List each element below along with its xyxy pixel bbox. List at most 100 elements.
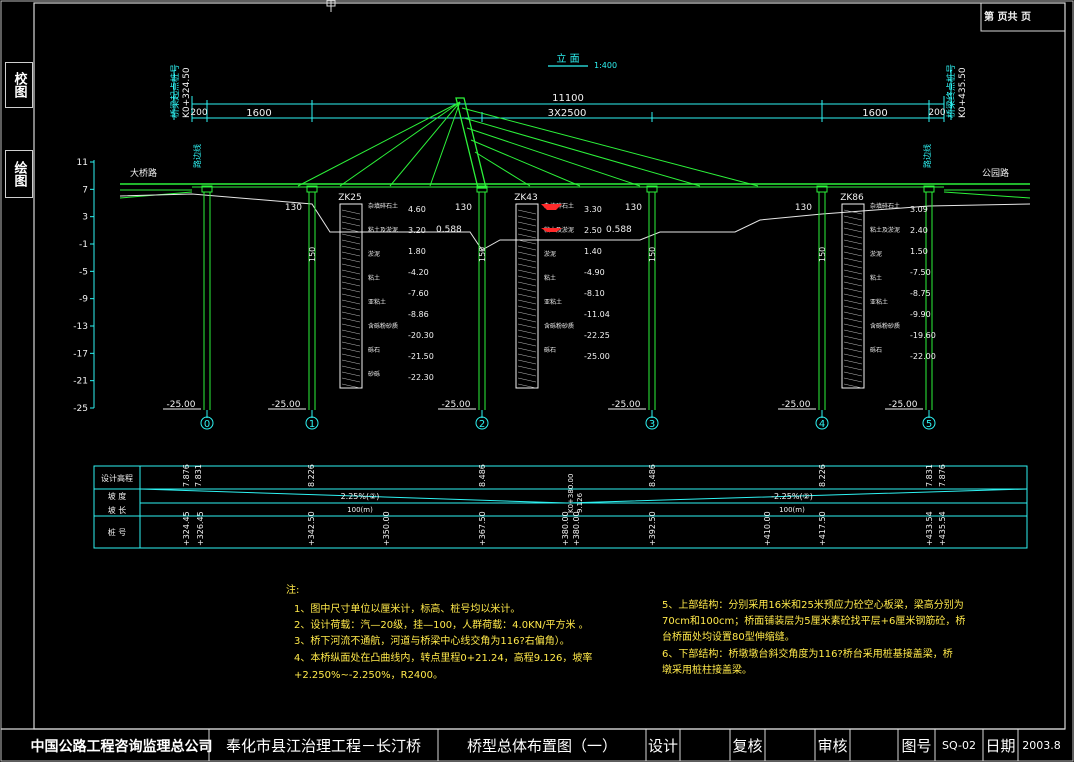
soil-hatch bbox=[517, 317, 537, 323]
elev-tick-label: -17 bbox=[73, 349, 88, 359]
soil-label: 杂填碎石土 bbox=[368, 202, 398, 210]
pile-tip-elev: -25.00 bbox=[781, 400, 810, 410]
road-right-edge: 路边线 bbox=[922, 144, 932, 168]
soil-level: 1.80 bbox=[408, 247, 426, 256]
soil-level: -21.50 bbox=[408, 352, 434, 361]
soil-level: 3.20 bbox=[408, 226, 426, 235]
note-6b: 墩采用桩柱接盖梁。 bbox=[662, 665, 752, 676]
soil-hatch bbox=[843, 383, 863, 389]
elev-tick-label: 7 bbox=[82, 185, 88, 195]
soil-level: -7.50 bbox=[910, 268, 931, 277]
stake-value: +435.54 bbox=[938, 511, 947, 546]
title-block-grid bbox=[208, 729, 1019, 761]
soil-label: 亚粘土 bbox=[368, 298, 386, 306]
pile-length: 150 bbox=[648, 247, 657, 262]
pier-cap bbox=[646, 185, 658, 193]
end-station: K0+435.50 bbox=[958, 67, 968, 118]
soil-hatch bbox=[517, 287, 537, 293]
soil-label: 砾石 bbox=[870, 346, 882, 354]
soil-hatch bbox=[341, 347, 361, 353]
stake-value: +342.50 bbox=[307, 511, 316, 546]
pile-diameter: 130 bbox=[625, 203, 642, 213]
soil-level: 4.60 bbox=[408, 205, 426, 214]
design-label: 设计 bbox=[647, 737, 678, 755]
soil-hatch bbox=[517, 371, 537, 377]
soil-hatch bbox=[341, 359, 361, 365]
drawing-no: SQ-02 bbox=[942, 739, 976, 752]
pier-cap bbox=[816, 185, 828, 193]
cable-stays bbox=[297, 101, 759, 187]
dim-total: 11100 bbox=[552, 93, 584, 104]
profile-row-label: 坡 度 bbox=[108, 491, 127, 501]
soil-level: 2.50 bbox=[584, 226, 602, 235]
pile-length: 150 bbox=[818, 247, 827, 262]
profile-row-label: 坡 长 bbox=[108, 505, 127, 515]
pier-number-circle bbox=[922, 416, 936, 430]
pier-number: 1 bbox=[309, 419, 315, 430]
pylon bbox=[455, 97, 487, 189]
soil-label: 粘土及淤泥 bbox=[368, 226, 398, 234]
pier-number: 3 bbox=[649, 419, 655, 430]
borehole-column bbox=[841, 203, 865, 389]
soil-level: -8.10 bbox=[584, 289, 605, 298]
soil-hatch bbox=[341, 371, 361, 377]
soil-hatch bbox=[341, 287, 361, 293]
pier-number: 2 bbox=[479, 419, 485, 430]
pier-number: 0 bbox=[204, 419, 210, 430]
date-value: 2003.8 bbox=[1022, 739, 1061, 752]
stake-value: +350.00 bbox=[382, 511, 391, 546]
pile-tip-elev: -25.00 bbox=[611, 400, 640, 410]
road-left-edge: 路边线 bbox=[192, 144, 202, 168]
borehole-id: ZK43 bbox=[514, 193, 538, 203]
notes-head: 注: bbox=[286, 585, 300, 596]
profile-row-label: 桩 号 bbox=[108, 527, 127, 537]
piers-group: 0-25.001-25.002-25.003-25.004-25.005-25.… bbox=[163, 185, 936, 430]
note-4b: +2.250%~-2.250%，R2400。 bbox=[294, 670, 444, 681]
soil-hatch bbox=[517, 311, 537, 317]
soil-hatch bbox=[517, 233, 537, 239]
soil-hatch bbox=[517, 275, 537, 281]
design-elevation-value: 8.226 bbox=[307, 464, 316, 487]
grade-right-length: 100(m) bbox=[779, 506, 805, 514]
soil-hatch bbox=[843, 293, 863, 299]
note-4: 4、本桥纵面处在凸曲线内，转点里程0+21.24，高程9.126，坡率 bbox=[294, 653, 593, 664]
soil-label: 砾石 bbox=[544, 346, 556, 354]
soil-hatch bbox=[843, 245, 863, 251]
soil-level: -19.60 bbox=[910, 331, 936, 340]
soil-hatch bbox=[843, 311, 863, 317]
borehole-id: ZK86 bbox=[840, 193, 864, 203]
profile-row-label: 设计高程 bbox=[101, 473, 133, 483]
pile-tip-elev: -25.00 bbox=[888, 400, 917, 410]
soil-hatch bbox=[843, 335, 863, 341]
elev-tick-label: -1 bbox=[79, 240, 88, 250]
soil-hatch bbox=[843, 305, 863, 311]
pier-number: 4 bbox=[819, 419, 825, 430]
soil-hatch bbox=[341, 233, 361, 239]
stake-value: +410.00 bbox=[763, 511, 772, 546]
soil-label: 含砾粉砂质 bbox=[368, 322, 398, 330]
soil-hatch bbox=[843, 329, 863, 335]
soil-hatch bbox=[341, 317, 361, 323]
soil-hatch bbox=[341, 275, 361, 281]
design-elevation-value: 8.486 bbox=[648, 464, 657, 487]
side-tab-draw[interactable]: 绘图 bbox=[5, 150, 33, 198]
soil-hatch bbox=[341, 251, 361, 257]
dim-left-span: 1600 bbox=[246, 108, 271, 119]
sheet-number-label: 第 页共 页 bbox=[984, 12, 1031, 23]
design-elevation-value: 8.226 bbox=[818, 464, 827, 487]
dim-right-end: 200 bbox=[928, 108, 945, 118]
company-name: 中国公路工程咨询监理总公司 bbox=[30, 738, 213, 755]
pier-cap bbox=[306, 185, 318, 193]
drawing-title: 桥型总体布置图（一） bbox=[466, 737, 617, 755]
borehole-column bbox=[515, 203, 539, 389]
soil-label: 砂砾 bbox=[368, 370, 380, 378]
soil-hatch bbox=[843, 377, 863, 383]
soil-level: -25.00 bbox=[584, 352, 610, 361]
soil-hatch bbox=[517, 209, 537, 215]
elevation-scale: 1:400 bbox=[594, 61, 617, 70]
pile-diameter: 130 bbox=[285, 203, 302, 213]
grade-left-length: 100(m) bbox=[347, 506, 373, 514]
dim-left-end: 200 bbox=[190, 108, 207, 118]
side-tab-check[interactable]: 校图 bbox=[5, 62, 33, 108]
stake-value: +367.50 bbox=[478, 511, 487, 546]
